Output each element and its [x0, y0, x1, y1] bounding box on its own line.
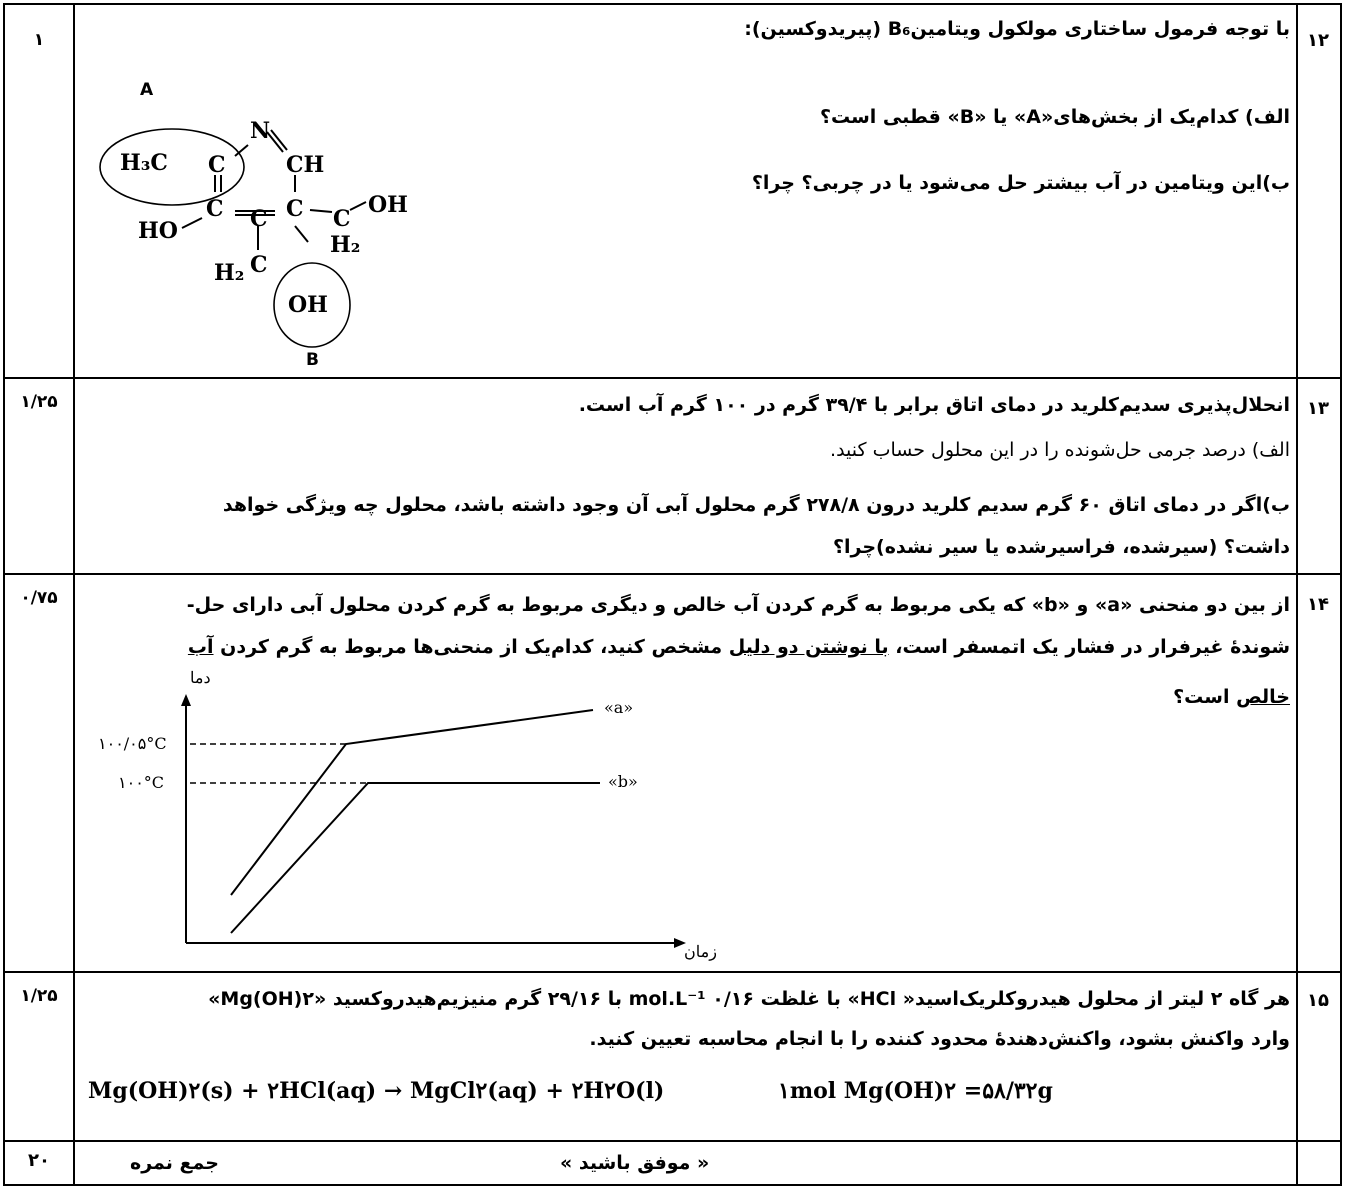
- table-border-top: [3, 3, 1342, 5]
- graph-lines: [181, 694, 686, 948]
- y-axis-label: دما: [190, 668, 211, 687]
- question-part-b: ب)اگر در دمای اتاق ۶۰ گرم سدیم کلرید درو…: [222, 494, 1290, 516]
- text-span: شوندهٔ غیرفرار در فشار یک اتمسفر است،: [888, 636, 1290, 658]
- region-a-label: A: [140, 80, 154, 100]
- question-score: ۱/۲۵: [20, 986, 58, 1006]
- table-border-bottom: [3, 1184, 1342, 1186]
- question-score: ۱/۲۵: [20, 392, 58, 412]
- reaction-equation: Mg(OH)۲(s) + ۲HCl(aq) → MgCl۲(aq) + ۲H۲O…: [88, 1078, 665, 1104]
- region-a-ellipse: [99, 128, 245, 206]
- question-score: ۱: [33, 30, 45, 50]
- row-divider: [3, 971, 1342, 973]
- underlined-text: آب: [187, 636, 214, 658]
- atom-n: N: [250, 118, 271, 144]
- total-score: ۲۰: [28, 1150, 50, 1171]
- atom-c: C: [250, 252, 268, 278]
- atom-c: C: [286, 196, 304, 222]
- question-line: هر گاه ۲ لیتر از محلول هیدروکلریک‌اسید« …: [208, 988, 1290, 1010]
- atom-h2: H₂: [214, 260, 245, 286]
- x-axis-label: زمان: [684, 942, 717, 961]
- row-divider: [3, 1140, 1342, 1142]
- curve-a-label: «a»: [604, 698, 634, 717]
- column-divider: [73, 3, 75, 1186]
- atom-oh: OH: [288, 292, 328, 318]
- curve-a: [230, 709, 594, 896]
- atom-ho: HO: [138, 218, 178, 244]
- table-border-left: [3, 3, 5, 1186]
- atom-c: C: [333, 206, 351, 232]
- region-b-label: B: [306, 350, 319, 370]
- table-border-right: [1340, 3, 1342, 1186]
- total-label: جمع نمره: [130, 1152, 219, 1174]
- region-b-ellipse: [273, 262, 351, 348]
- question-score: ۰/۷۵: [20, 588, 58, 608]
- question-number: ۱۳: [1307, 398, 1329, 419]
- column-divider: [1296, 3, 1298, 1186]
- atom-c: C: [250, 206, 268, 232]
- question-line: از بین دو منحنی «a» و «b» که یکی مربوط ب…: [186, 594, 1290, 616]
- row-divider: [3, 377, 1342, 379]
- curve-b-label: «b»: [608, 772, 638, 791]
- question-part-b: ب)این ویتامین در آب بیشتر حل می‌شود یا د…: [751, 172, 1290, 194]
- good-luck-text: « موفق باشید »: [560, 1152, 710, 1174]
- structure-bonds: [99, 128, 367, 348]
- vitamin-b6-structure: A B H₃C C N CH C C C C OH HO H₂ H₂ C OH: [90, 60, 450, 375]
- molar-mass-note: ۱mol Mg(OH)۲ =۵۸/۳۲g: [778, 1078, 1053, 1104]
- heating-curve-graph: دما زمان ۱۰۰/۰۵°C ۱۰۰°C «a» «b»: [78, 660, 778, 970]
- x-axis-arrow: [674, 938, 686, 948]
- text-span: مشخص کنید، کدام‌یک از منحنی‌ها مربوط به …: [213, 636, 729, 658]
- atom-c: C: [208, 152, 226, 178]
- question-part-a: الف) کدام‌یک از بخش‌های«A» یا «B» قطبی ا…: [819, 106, 1290, 128]
- underlined-text: با نوشتن دو دلیل: [728, 636, 889, 658]
- atom-c: C: [206, 196, 224, 222]
- question-line: خالص است؟: [1173, 680, 1290, 714]
- question-part-a: الف) درصد جرمی حل‌شونده را در این محلول …: [830, 439, 1290, 461]
- question-number: ۱۴: [1307, 594, 1329, 615]
- atom-h2: H₂: [330, 232, 361, 258]
- curve-b: [230, 782, 600, 934]
- question-line: انحلال‌پذیری سدیم‌کلرید در دمای اتاق برا…: [578, 394, 1290, 416]
- atom-h3c: H₃C: [120, 150, 168, 176]
- question-part-b-cont: داشت؟ (سیرشده، فراسیرشده یا سیر نشده)چرا…: [832, 536, 1290, 558]
- tick-label-low: ۱۰۰°C: [118, 773, 165, 792]
- tick-label-high: ۱۰۰/۰۵°C: [98, 734, 167, 753]
- question-intro: با توجه فرمول ساختاری مولکول ویتامینB₆ (…: [744, 18, 1290, 40]
- question-number: ۱۵: [1307, 990, 1329, 1011]
- atom-ch: CH: [286, 152, 325, 178]
- atom-oh: OH: [368, 192, 408, 218]
- underlined-text: خالص: [1236, 686, 1290, 708]
- text-span: است؟: [1173, 686, 1237, 708]
- question-line: شوندهٔ غیرفرار در فشار یک اتمسفر است، با…: [188, 630, 1290, 664]
- question-line: وارد واکنش بشود، واکنش‌دهندهٔ محدود کنند…: [589, 1028, 1290, 1050]
- row-divider: [3, 573, 1342, 575]
- question-number: ۱۲: [1307, 30, 1329, 51]
- y-axis-arrow: [181, 694, 191, 706]
